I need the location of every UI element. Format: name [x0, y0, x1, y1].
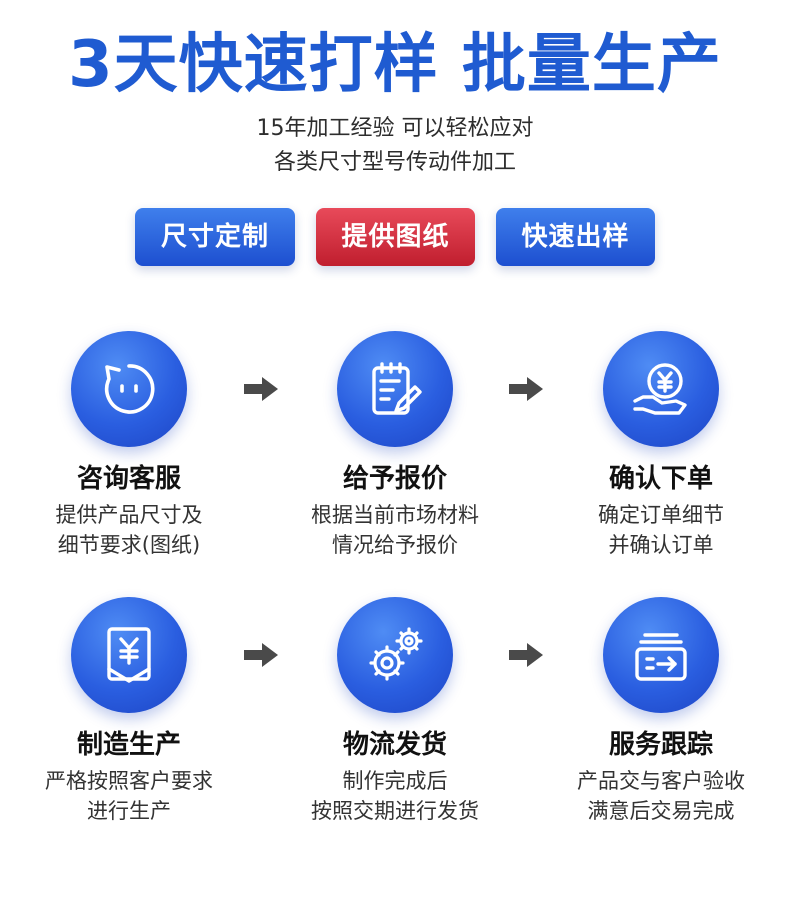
subheadline-line-1: 15年加工经验 可以轻松应对 — [256, 116, 534, 141]
step-1-title: 咨询客服 — [76, 464, 181, 494]
step-1-desc-line-2: 细节要求(图纸) — [57, 533, 201, 557]
tag-provide-drawings: 提供图纸 — [316, 208, 475, 266]
step-4-icon-circle — [71, 597, 187, 713]
step-6-desc-line-2: 满意后交易完成 — [587, 799, 735, 823]
box-arrow-icon — [635, 633, 687, 681]
chat-bubble-face-icon — [104, 364, 155, 414]
step-2-icon-circle — [337, 331, 453, 447]
step-5-title: 物流发货 — [342, 730, 447, 760]
step-6-title: 服务跟踪 — [608, 730, 713, 760]
step-2-desc-line-2: 情况给予报价 — [332, 533, 458, 557]
yuan-coin-hand-icon — [633, 363, 687, 415]
step-3-desc-line-1: 确定订单细节 — [598, 503, 724, 527]
step-6-desc-line-1: 产品交与客户验收 — [577, 769, 745, 793]
step-4-desc-line-2: 进行生产 — [87, 799, 171, 823]
step-3-desc-line-2: 并确认订单 — [608, 533, 714, 557]
step-6-icon-circle — [603, 597, 719, 713]
tag-fast-sample: 快速出样 — [496, 208, 655, 266]
page-headline: 3天快速打样 批量生产 — [68, 28, 722, 102]
arrow-right-icon — [509, 377, 543, 401]
step-1-icon-circle — [71, 331, 187, 447]
step-1-desc-line-1: 提供产品尺寸及 — [55, 503, 203, 527]
step-5-icon-circle — [337, 597, 453, 713]
step-3-title: 确认下单 — [608, 464, 713, 494]
step-2-title: 给予报价 — [342, 464, 447, 494]
arrow-right-icon — [244, 377, 278, 401]
step-4-title: 制造生产 — [76, 730, 181, 760]
subheadline-line-2: 各类尺寸型号传动件加工 — [273, 150, 516, 175]
step-4-desc-line-1: 严格按照客户要求 — [45, 769, 213, 793]
yuan-document-icon — [107, 627, 151, 683]
step-3-icon-circle — [603, 331, 719, 447]
step-5-desc-line-2: 按照交期进行发货 — [311, 799, 479, 823]
notepad-pencil-icon — [372, 362, 422, 415]
step-5-desc-line-1: 制作完成后 — [342, 769, 448, 793]
step-2-desc-line-1: 根据当前市场材料 — [311, 503, 479, 527]
tag-custom-size: 尺寸定制 — [135, 208, 295, 266]
arrow-right-icon — [244, 643, 278, 667]
gears-icon — [369, 627, 423, 681]
arrow-right-icon — [509, 643, 543, 667]
